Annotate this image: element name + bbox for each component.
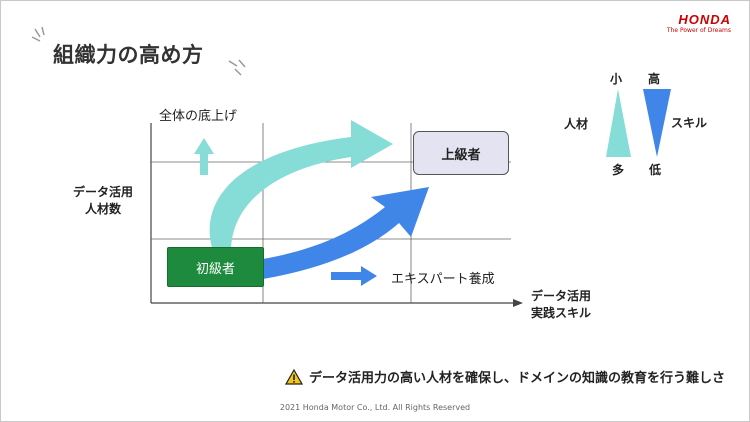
y-axis-label-line1: データ活用 [73, 185, 134, 199]
legend-low-label: 低 [649, 163, 662, 177]
x-axis-label: データ活用 実践スキル [531, 288, 591, 322]
legend-many-label: 多 [612, 163, 625, 177]
raise-base-label: 全体の底上げ [159, 109, 238, 124]
teal-curved-arrow [209, 120, 393, 251]
footer-copyright: 2021 Honda Motor Co., Ltd. All Rights Re… [279, 403, 471, 412]
page-title: 組織力の高め方 [53, 43, 204, 67]
people-triangle [606, 89, 631, 157]
logo-tagline: The Power of Dreams [666, 27, 731, 34]
title-decoration-left [31, 27, 45, 42]
y-axis-label-line2: 人材数 [85, 202, 122, 216]
y-axis-label: データ活用 人材数 [73, 184, 133, 218]
legend-few-label: 小 [610, 72, 623, 86]
legend-people-label: 人材 [564, 117, 589, 131]
beginner-box: 初級者 [167, 247, 264, 287]
bottom-message-text: データ活用力の高い人材を確保し、ドメインの知識の教育を行う難しさ [308, 371, 725, 386]
legend-high-label: 高 [648, 72, 661, 86]
x-axis-label-line2: 実践スキル [531, 306, 592, 320]
logo-wordmark: HONDA [678, 12, 731, 27]
skill-triangle [643, 89, 671, 157]
warning-icon [284, 368, 303, 385]
x-axis-label-line1: データ活用 [531, 289, 592, 303]
advanced-box: 上級者 [413, 131, 509, 175]
teal-up-arrow [194, 138, 214, 175]
legend-skill-label: スキル [671, 116, 708, 130]
expert-training-label: エキスパート養成 [391, 272, 495, 287]
blue-curved-arrow [263, 187, 429, 279]
honda-logo: HONDA The Power of Dreams [667, 13, 731, 35]
title-decoration-right [228, 59, 246, 76]
blue-right-arrow [331, 266, 377, 286]
x-axis-arrowhead [513, 299, 523, 307]
bottom-message: データ活用力の高い人材を確保し、ドメインの知識の教育を行う難しさ [284, 367, 725, 386]
